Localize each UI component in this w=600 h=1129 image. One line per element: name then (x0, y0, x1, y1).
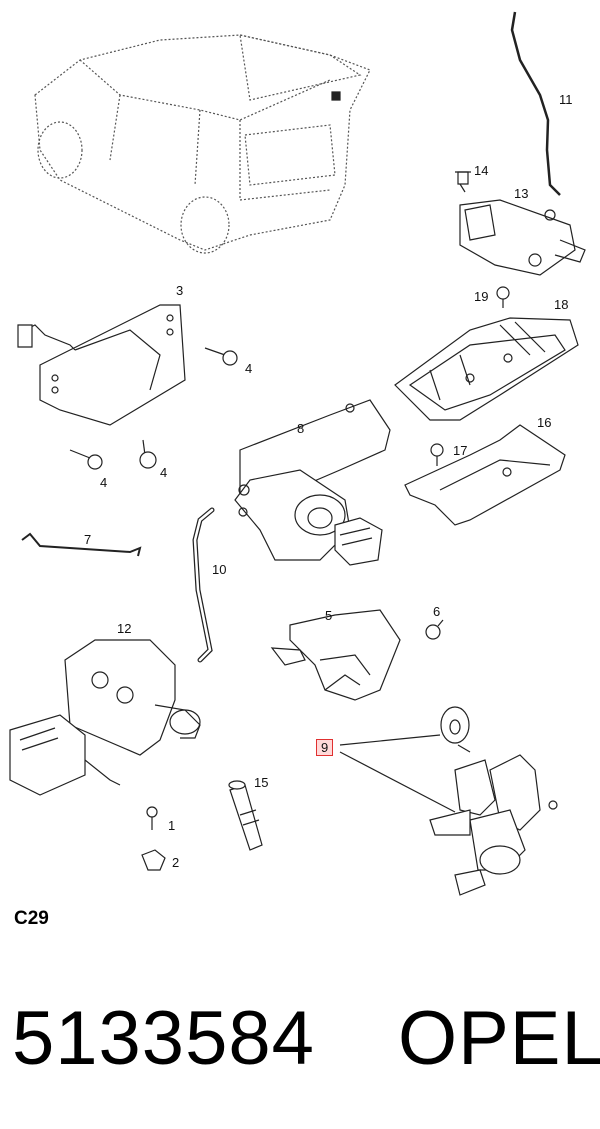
callout-4a: 4 (245, 361, 253, 376)
part-10-rod-inner (195, 510, 212, 660)
part-11-rod (512, 12, 560, 195)
part-4-screw-c (140, 440, 156, 468)
part-13-actuator (460, 200, 585, 275)
callout-11: 11 (559, 92, 573, 107)
callout-16: 16 (537, 415, 552, 430)
callout-7: 7 (84, 532, 92, 547)
part-number: 5133584 (12, 996, 315, 1081)
car-outline (35, 35, 370, 253)
part-4-screw-a (205, 348, 237, 365)
callout-3: 3 (176, 283, 184, 298)
part-18-cover (395, 318, 578, 420)
part-3-bracket (18, 305, 185, 425)
callout-5: 5 (325, 608, 333, 623)
callout-14: 14 (474, 163, 489, 178)
part-2-clip (142, 850, 165, 870)
callout-9-leader-lower (340, 752, 455, 812)
callout-10: 10 (212, 562, 227, 577)
part-5-bracket (272, 610, 400, 700)
callout-1: 1 (168, 818, 176, 833)
part-8-lock (235, 400, 390, 565)
callout-17: 17 (453, 443, 468, 458)
callout-12: 12 (117, 621, 132, 636)
section-code: C29 (14, 908, 49, 929)
callout-18: 18 (554, 297, 569, 312)
callout-13: 13 (514, 186, 529, 201)
part-4-screw-b (70, 450, 102, 469)
part-19-screw (497, 287, 509, 308)
part-16-bracket (405, 425, 565, 525)
callout-6: 6 (433, 604, 441, 619)
part-9-steering-lock (430, 707, 557, 895)
part-6-screw (426, 620, 443, 639)
callout-8: 8 (297, 421, 305, 436)
part-15-pin (229, 781, 262, 850)
callout-15: 15 (254, 775, 269, 790)
exploded-parts-diagram (0, 0, 600, 960)
callout-4c: 4 (160, 465, 168, 480)
callout-2: 2 (172, 855, 180, 870)
callout-4b: 4 (100, 475, 108, 490)
callout-9[interactable]: 9 (316, 739, 334, 756)
part-14-screw (455, 172, 471, 192)
callout-9-leader-upper (340, 735, 440, 745)
callout-19: 19 (474, 289, 489, 304)
car-latch-marker (332, 92, 340, 100)
part-7-rod (22, 534, 140, 556)
part-1-screw (147, 807, 157, 830)
part-12-actuator (10, 640, 200, 795)
brand-name: OPEL (398, 996, 600, 1081)
part-17-screw (431, 444, 443, 466)
